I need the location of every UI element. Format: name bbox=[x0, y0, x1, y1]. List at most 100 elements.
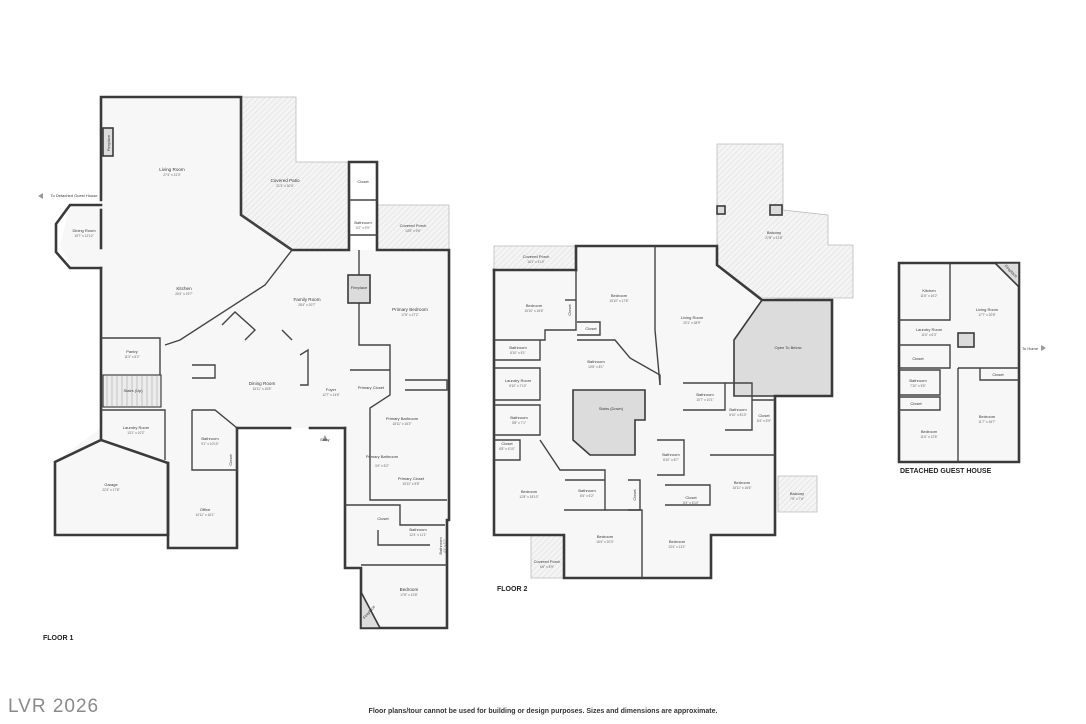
floor1-dining-wall bbox=[192, 364, 216, 379]
floor2-bath-c-label: Bathroom bbox=[510, 415, 528, 420]
floor2-bed-r-dim: 15'11" x 16'6" bbox=[732, 486, 751, 490]
floor1-office-dim: 10'11" x 16'1" bbox=[195, 513, 214, 517]
floor2-closet-a-label: Closet bbox=[567, 303, 572, 315]
floor2-closet-f-label: Closet bbox=[685, 495, 697, 500]
floor1-fireplace-center bbox=[347, 274, 371, 304]
floor1-bath-mid-dim: 9'1" x 10'10" bbox=[201, 442, 218, 446]
floor2-closet-c-dim: 8'4" x 5'9" bbox=[757, 419, 771, 423]
floor2-balcony-r-label: Balcony bbox=[790, 491, 804, 496]
guest-bed-r-dim: 11'7" x 16'7" bbox=[978, 420, 995, 424]
floor2-porch-b-area bbox=[530, 534, 565, 579]
guest-kitchen-wall bbox=[899, 263, 951, 321]
floor2-bed-bl-wall bbox=[539, 439, 606, 511]
floor1-primary-bath2-label: Primary Bathroom bbox=[366, 454, 399, 459]
floor1-bath-top-label: Bathroom bbox=[354, 220, 372, 225]
floor2-open-below-label: Open To Below bbox=[774, 345, 801, 350]
floor2-balcony-top-area bbox=[716, 143, 854, 299]
guest-fill bbox=[899, 263, 1019, 462]
floor1-foyer-dim: 12'7" x 14'6" bbox=[322, 393, 339, 397]
floor2-bed-bc2-dim: 13'4" x 13'1" bbox=[668, 545, 685, 549]
floor2-closet-d-label: Closet bbox=[501, 441, 513, 446]
floor1-entry-arrow bbox=[322, 435, 328, 441]
floor1-bedroom-label: Bedroom bbox=[400, 587, 419, 592]
floor2-closet-f-dim: 8'4" x 6'10" bbox=[683, 501, 699, 505]
floor1-laundry-dim: 13'1" x 10'2" bbox=[127, 431, 144, 435]
floor1-living-dim: 27'4" x 31'3" bbox=[163, 173, 180, 177]
floor2-balcony-right-area bbox=[777, 475, 818, 513]
floor2-bed-bl-dim: 12'8" x 18'10" bbox=[519, 495, 538, 499]
floor2-bed-tc-dim: 15'10" x 17'8" bbox=[609, 299, 628, 303]
floor-1: Living Room 27'4" x 31'3" Covered Patio … bbox=[38, 95, 451, 642]
floor2-laundry-wall bbox=[494, 367, 541, 401]
floor2-outer-wall bbox=[492, 244, 834, 580]
floor1-bath-br-dim: 12'4" x 11'1" bbox=[409, 533, 426, 537]
floor1-entry-label: Entry bbox=[320, 437, 329, 442]
floor1-pantry-dim: 11'3" x 5'2" bbox=[124, 355, 139, 359]
floor1-office-wall bbox=[166, 426, 239, 550]
floor1-primary-closet2-dim: 15'11" x 9'8" bbox=[402, 482, 419, 486]
guest-closet-c-wall bbox=[899, 396, 941, 411]
guest-bath-dim: 7'10" x 5'5" bbox=[910, 384, 926, 388]
floor1-title: FLOOR 1 bbox=[43, 635, 73, 642]
floor1-primary-bed-dim: 17'6" x 27'2" bbox=[401, 313, 418, 317]
floor2-porch-b-dim: 6'6" x 8'9" bbox=[540, 565, 554, 569]
floor1-stair-treads bbox=[106, 375, 158, 407]
floor1-kitchen-divider bbox=[164, 214, 294, 346]
floor1-closet-br-label: Closet bbox=[377, 516, 389, 521]
floor2-bed-bl-label: Bedroom bbox=[521, 489, 538, 494]
floor1-closet-br-wall bbox=[345, 504, 445, 526]
floor1-bath-mid-wall bbox=[191, 409, 238, 471]
guest-bed-l-dim: 11'6" x 12'6" bbox=[920, 435, 937, 439]
floor1-dining-left-label: Dining Room bbox=[72, 228, 96, 233]
floor2-laundry-dim: 8'10" x 7'10" bbox=[509, 384, 526, 388]
guest-fireplace bbox=[993, 262, 1020, 289]
floor2-bath-e-dim: 8'10" x 8'7" bbox=[663, 458, 679, 462]
floor1-laundry-wall bbox=[101, 409, 166, 460]
floor1-patio-label: Covered Patio bbox=[270, 178, 300, 183]
floor2-bed-bc-label: Bedroom bbox=[597, 534, 614, 539]
floor1-primary-wall bbox=[358, 250, 447, 501]
floor2-bed-tl-dim: 15'10" x 16'6" bbox=[524, 309, 543, 313]
floor2-laundry-label: Laundry Room bbox=[505, 378, 532, 383]
guest-house: Kitchen 11'6" x 16'2" Fireplace Living R… bbox=[897, 261, 1046, 475]
floor2-bath-f-wall bbox=[725, 382, 753, 431]
floor2-porch-dim: 16'1" x 4'10" bbox=[527, 260, 544, 264]
floor2-closet-d-wall bbox=[494, 439, 521, 461]
floor1-dining-left-dim: 15'7" x 12'10" bbox=[74, 234, 93, 238]
guest-column bbox=[957, 332, 975, 348]
floor2-closet-b-label: Closet bbox=[585, 326, 597, 331]
floor1-kitchen-dim: 26'4" x 23'7" bbox=[175, 292, 192, 296]
floor2-balcony-top-label: Balcony bbox=[767, 230, 781, 235]
floor1-bath-br2-label: Bathroom bbox=[438, 537, 443, 555]
floor1-primary-bath-dim: 18'11" x 16'2" bbox=[392, 422, 411, 426]
floor-2: Balcony 27'8" x 12'8" Covered Porch 16'1… bbox=[492, 143, 854, 593]
guest-to-home-label: To Home bbox=[1022, 346, 1039, 351]
floor1-stairs-up-label: Stairs (Up) bbox=[123, 388, 143, 393]
floor2-living-label: Living Room bbox=[681, 315, 704, 320]
floor1-primary-closet2-label: Primary Closet bbox=[398, 476, 425, 481]
floor2-bath-a-label: Bathroom bbox=[509, 345, 527, 350]
floor2-stairs-down bbox=[572, 389, 646, 456]
guest-closet-c-label: Closet bbox=[910, 401, 922, 406]
floor2-bath-f-label: Bathroom bbox=[729, 407, 747, 412]
floor1-garage-fill bbox=[55, 440, 168, 535]
floor2-bed-tl-wall bbox=[494, 270, 577, 341]
floor2-bath-a-wall bbox=[494, 340, 541, 361]
floor2-bath-g-dim: 8'4" x 6'2" bbox=[580, 494, 594, 498]
floor2-bath-d-label: Bathroom bbox=[696, 392, 714, 397]
floor1-primary-bath2-dim: 3'4" x 5'2" bbox=[375, 464, 389, 468]
floor1-laundry-label: Laundry Room bbox=[123, 425, 150, 430]
floor1-dining-wall-2 bbox=[221, 311, 257, 341]
floor1-pantry-label: Pantry bbox=[126, 349, 138, 354]
floor2-bed-r-label: Bedroom bbox=[734, 480, 751, 485]
floor2-balcony-top-dim: 27'8" x 12'8" bbox=[765, 236, 782, 240]
guest-closet-b-label: Closet bbox=[992, 372, 1004, 377]
floor2-bath-b-label: Bathroom bbox=[587, 359, 605, 364]
floor1-fireplace-living-label: Fireplace bbox=[106, 134, 111, 151]
floor1-primary-bath-label: Primary Bathroom bbox=[386, 416, 419, 421]
floor2-bath-f-dim: 8'10" x 8'10" bbox=[729, 413, 746, 417]
floor1-family-label: Family Room bbox=[293, 297, 320, 302]
floor2-column-right bbox=[769, 204, 783, 216]
floor2-closet-c-label: Closet bbox=[758, 413, 770, 418]
